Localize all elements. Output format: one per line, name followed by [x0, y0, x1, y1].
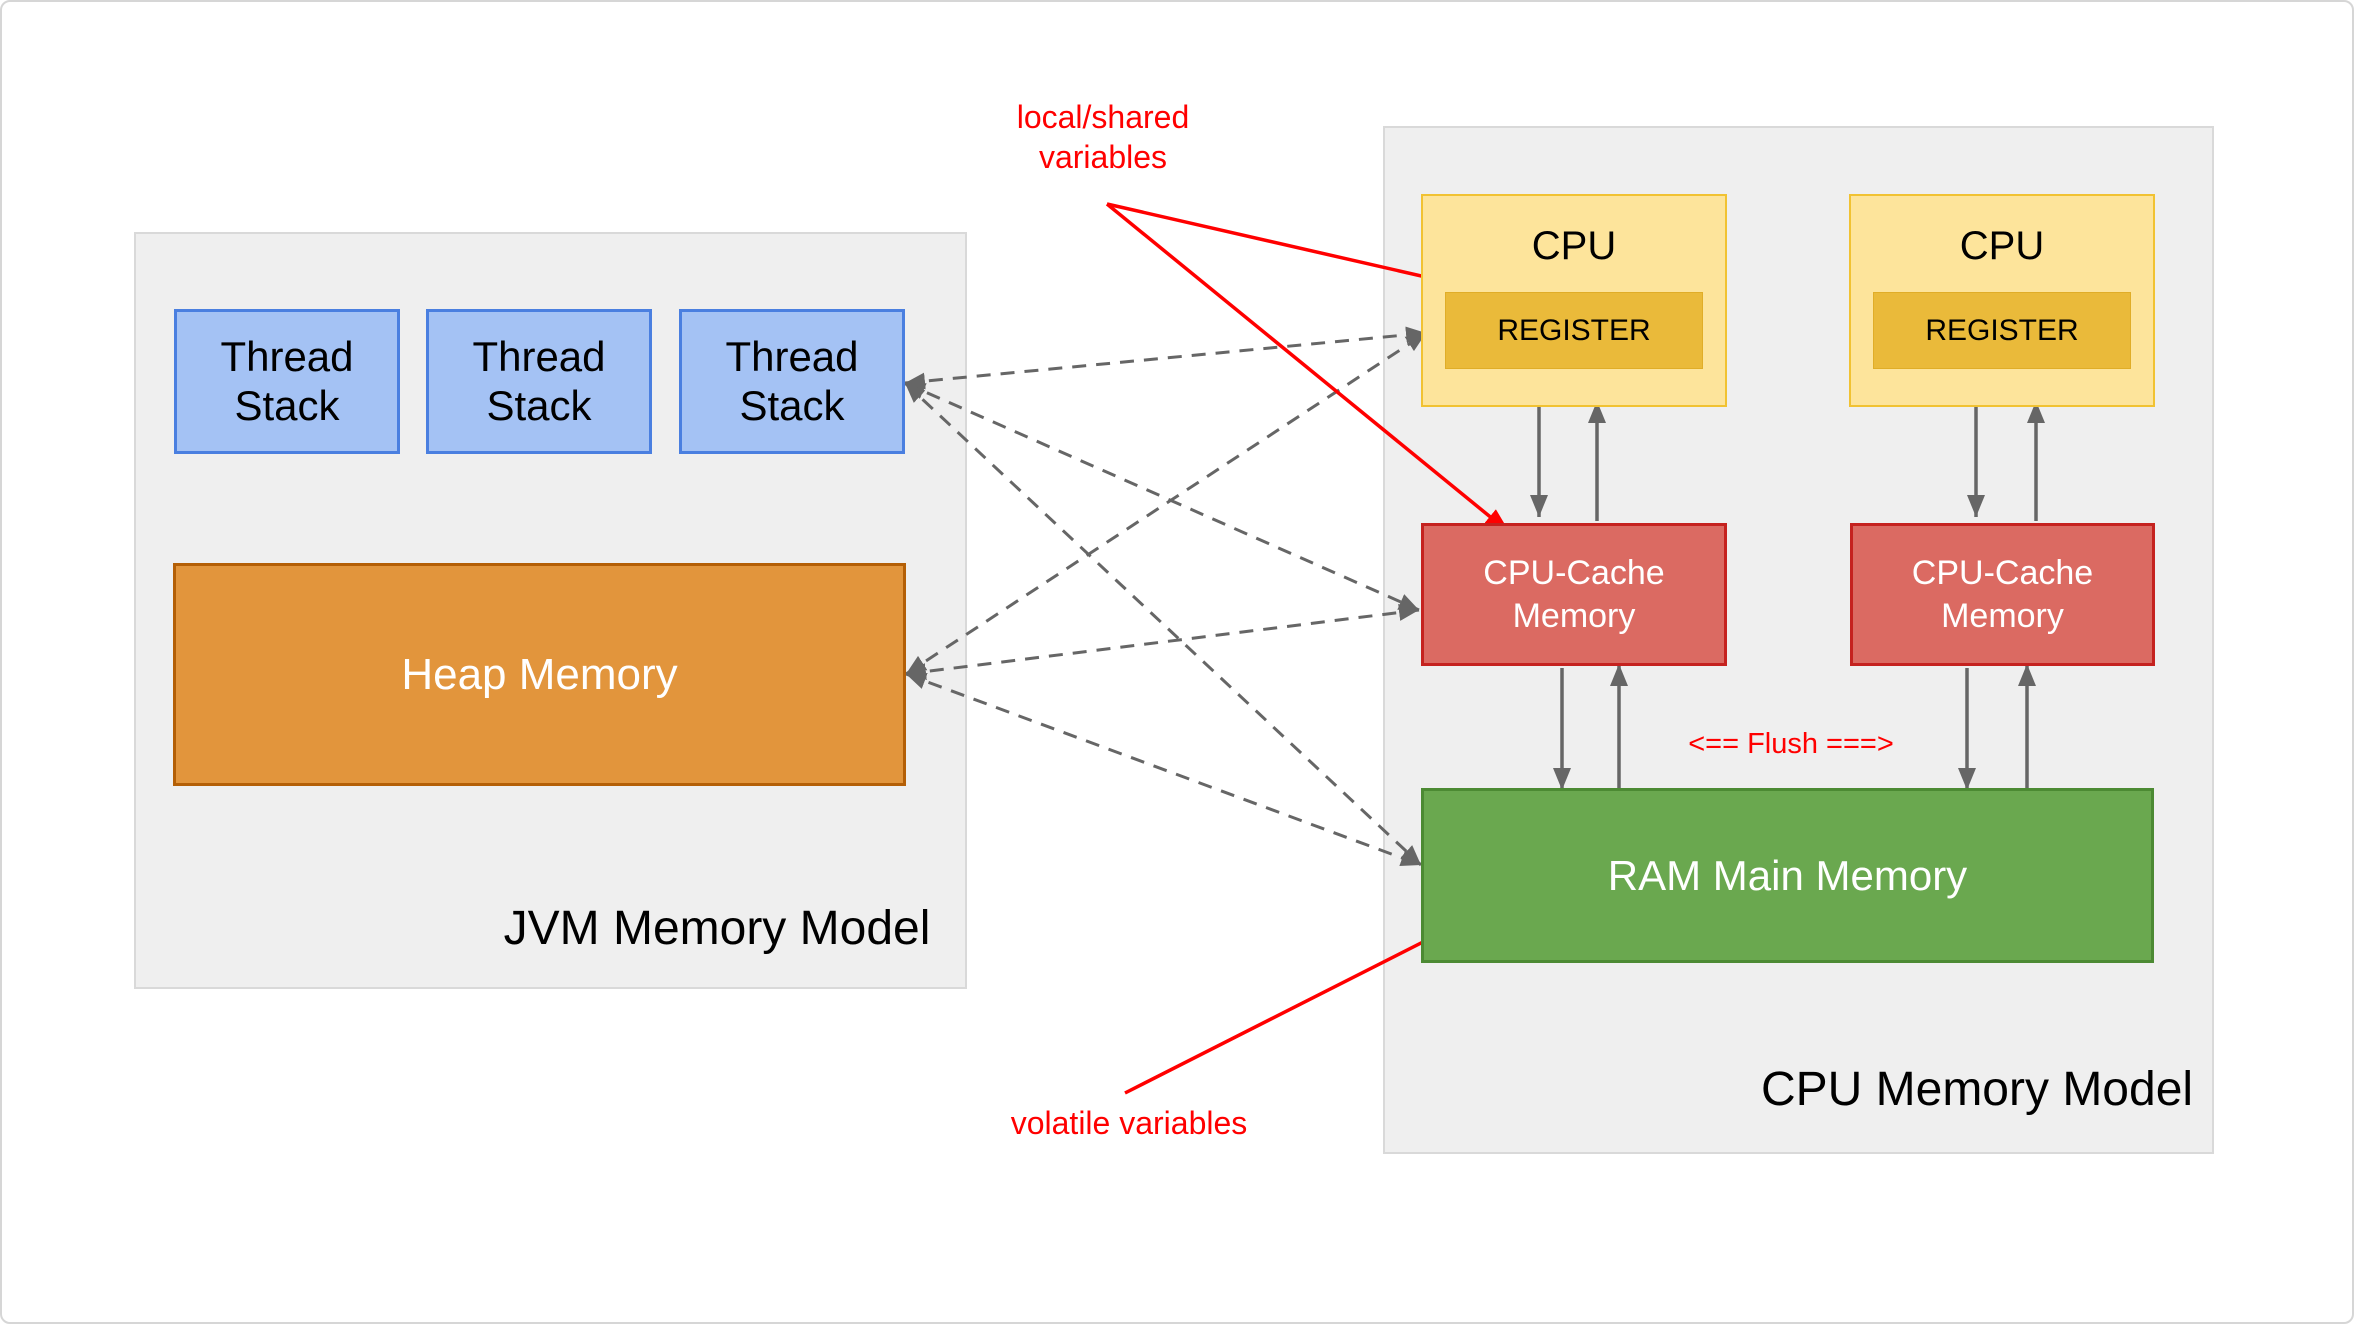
heap-memory-label: Heap Memory	[401, 649, 678, 699]
register-box-2: REGISTER	[1873, 292, 2131, 369]
heap-memory-box: Heap Memory	[173, 563, 906, 786]
thread-stack-box-1: Thread Stack	[174, 309, 400, 454]
cpu-model-label: CPU Memory Model	[1760, 1063, 2194, 1116]
thread-stack-box-3: Thread Stack	[679, 309, 905, 454]
cpu-cache-box-1: CPU-Cache Memory	[1421, 523, 1727, 666]
thread-stack-label: Thread Stack	[472, 333, 606, 429]
jvm-model-label: JVM Memory Model	[503, 902, 931, 955]
thread-stack-label: Thread Stack	[725, 333, 859, 429]
cpu-label: CPU	[1959, 224, 2045, 268]
cpu-cache-label: CPU-Cache Memory	[1911, 554, 2094, 635]
cpu-cache-label: CPU-Cache Memory	[1483, 554, 1665, 635]
dashed-arrow-heap-ram	[905, 672, 1422, 867]
flush-label: <== Flush ===>	[1688, 728, 1894, 760]
cpu-label: CPU	[1531, 224, 1617, 268]
register-box-1: REGISTER	[1445, 292, 1703, 369]
annotation-volatile-variables: volatile variables	[1010, 1105, 1248, 1141]
dashed-arrow-threadstack-ram	[903, 381, 1423, 867]
cpu-cache-box-2: CPU-Cache Memory	[1850, 523, 2155, 666]
dashed-arrow-heap-cache	[905, 604, 1420, 680]
dashed-arrow-threadstack-cache	[904, 381, 1420, 612]
register-label: REGISTER	[1925, 313, 2079, 347]
thread-stack-label: Thread Stack	[220, 333, 354, 429]
ram-box: RAM Main Memory	[1421, 788, 2154, 963]
register-label: REGISTER	[1497, 313, 1651, 347]
dashed-arrow-heap-register	[905, 331, 1427, 676]
thread-stack-box-2: Thread Stack	[426, 309, 652, 454]
dashed-arrow-threadstack-register	[904, 326, 1427, 390]
annotation-local-shared-variables: local/shared variables	[1016, 99, 1190, 175]
ram-label: RAM Main Memory	[1607, 851, 1968, 899]
